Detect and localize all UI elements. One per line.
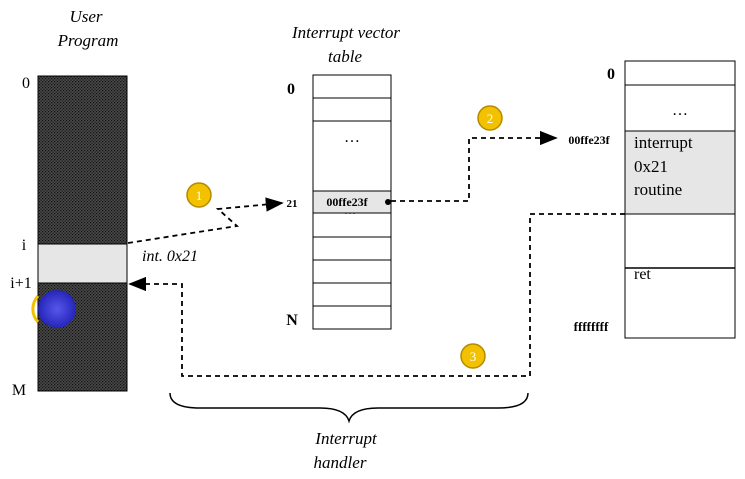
step-3-badge bbox=[460, 343, 486, 369]
handler-brace bbox=[169, 392, 529, 424]
routine-line2: 0x21 bbox=[634, 157, 668, 176]
vector-entry-ellipsis: … bbox=[344, 203, 356, 217]
program-label-0: 0 bbox=[22, 75, 30, 92]
vector-table-title-line2: table bbox=[328, 47, 362, 66]
program-instruction-row bbox=[37, 243, 128, 284]
vector-table-title-line1: Interrupt vector bbox=[291, 23, 400, 42]
user-program-title-line1: User bbox=[69, 7, 102, 26]
handler-label-line2: handler bbox=[314, 453, 367, 472]
program-label-i-plus-1: i+1 bbox=[10, 275, 31, 292]
step-3-label: 3 bbox=[470, 349, 477, 364]
ret-instruction: ret bbox=[634, 266, 651, 283]
return-point-dot-edge bbox=[31, 294, 40, 324]
vector-entry-value: 00ffe23f bbox=[326, 195, 368, 209]
vector-entry-pointer-dot bbox=[385, 199, 391, 205]
step-1-badge bbox=[186, 182, 212, 208]
vector-ellipsis: … bbox=[344, 129, 360, 146]
routine-line1: interrupt bbox=[634, 133, 693, 152]
interrupt-routine-block bbox=[624, 130, 736, 215]
program-memory-top bbox=[37, 75, 128, 245]
step-marker-3: 3 bbox=[460, 343, 486, 369]
memory-ellipsis: … bbox=[672, 102, 688, 119]
vector-table: Interrupt vector table … 00ffe23f … 0 21… bbox=[286, 23, 400, 330]
step-1-label: 1 bbox=[196, 188, 203, 203]
step-marker-2: 2 bbox=[477, 105, 503, 131]
instruction-label: int. 0x21 bbox=[142, 248, 198, 265]
user-program-title-line2: Program bbox=[57, 31, 119, 50]
arrow-step2 bbox=[391, 130, 558, 202]
arrow-step1 bbox=[127, 197, 284, 244]
return-point-dot bbox=[38, 290, 76, 328]
routine-line3: routine bbox=[634, 180, 682, 199]
handler-label-line1: Interrupt bbox=[314, 429, 378, 448]
memory-column: 0 … 00ffe23f interrupt 0x21 routine ret … bbox=[568, 60, 736, 339]
memory-label-end: ffffffff bbox=[574, 319, 609, 334]
user-program: User Program 0 i i+1 M int. 0x21 bbox=[10, 7, 198, 399]
step-2-label: 2 bbox=[487, 111, 494, 126]
step-marker-1: 1 bbox=[186, 182, 212, 208]
program-label-m: M bbox=[12, 382, 26, 399]
arrow-step3 bbox=[128, 213, 625, 377]
flow-arrows bbox=[127, 130, 625, 377]
vector-label-n: N bbox=[286, 312, 298, 329]
vector-label-21: 21 bbox=[287, 198, 298, 210]
memory-address-label: 00ffe23f bbox=[568, 133, 610, 147]
step-2-badge bbox=[477, 105, 503, 131]
program-label-i: i bbox=[22, 237, 27, 254]
memory-label-0: 0 bbox=[607, 66, 615, 83]
vector-label-0: 0 bbox=[287, 81, 295, 98]
